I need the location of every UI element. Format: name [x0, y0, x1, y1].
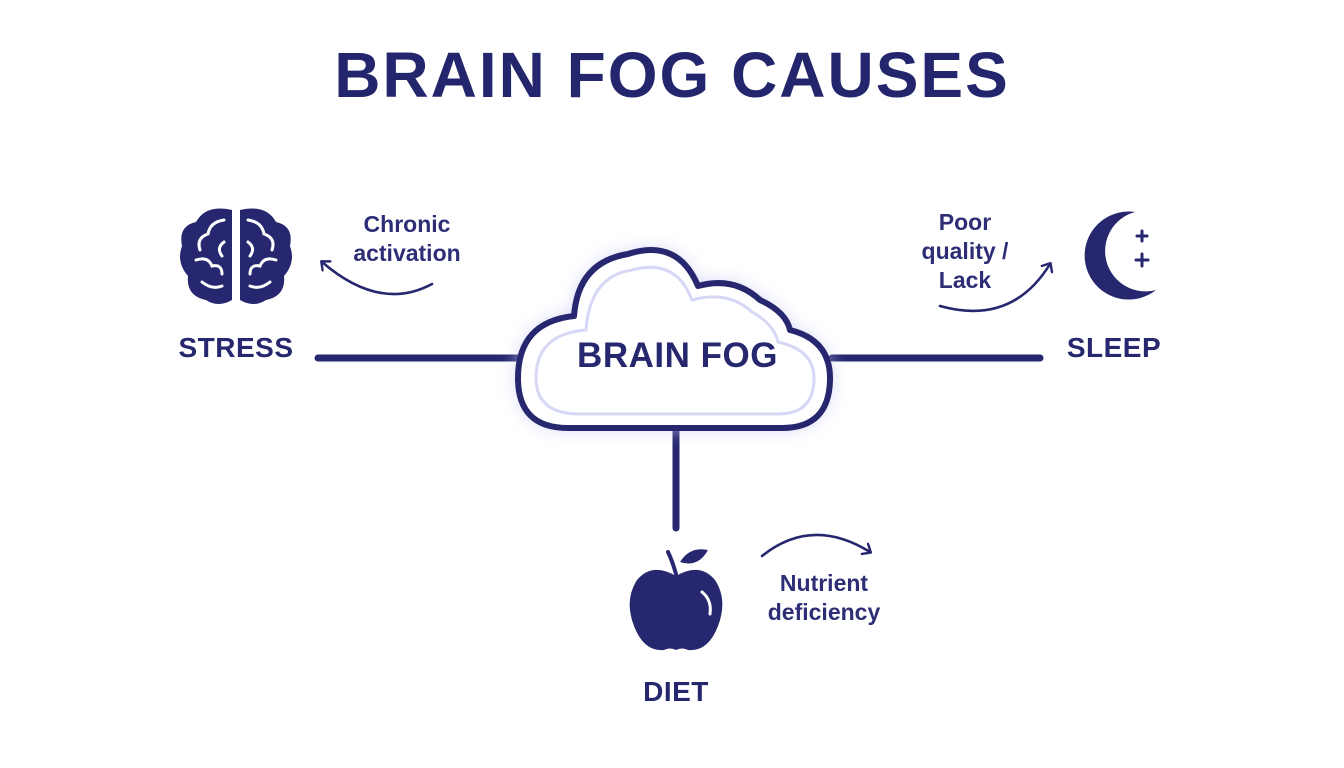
stress-note-line-2: activation [353, 240, 461, 266]
stress-note-line-1: Chronic [363, 211, 451, 237]
brain-icon [180, 208, 292, 304]
apple-icon [629, 549, 723, 651]
sleep-note-line-3: Lack [938, 267, 992, 293]
diet-note-line-1: Nutrient [779, 570, 869, 596]
diet-note-line-2: deficiency [767, 599, 881, 625]
center-label: BRAIN FOG [577, 336, 778, 375]
diagram-title: BRAIN FOG CAUSES [334, 39, 1010, 111]
sleep-note: Poor quality / Lack [900, 208, 1030, 295]
arrow-diet [760, 533, 870, 558]
diet-note: Nutrient deficiency [744, 569, 904, 627]
sleep-note-line-1: Poor [938, 209, 992, 235]
moon-icon [1084, 211, 1156, 300]
sleep-note-line-2: quality / [921, 238, 1009, 264]
stress-label: STRESS [178, 332, 294, 363]
diet-label: DIET [643, 676, 709, 707]
sleep-label: SLEEP [1066, 332, 1162, 363]
stress-note: Chronic activation [322, 210, 492, 268]
arrow-stress [322, 262, 434, 296]
sparkle-icon [1134, 229, 1150, 268]
brain-fog-cloud [515, 247, 833, 431]
arrow-sleep [938, 264, 1050, 313]
